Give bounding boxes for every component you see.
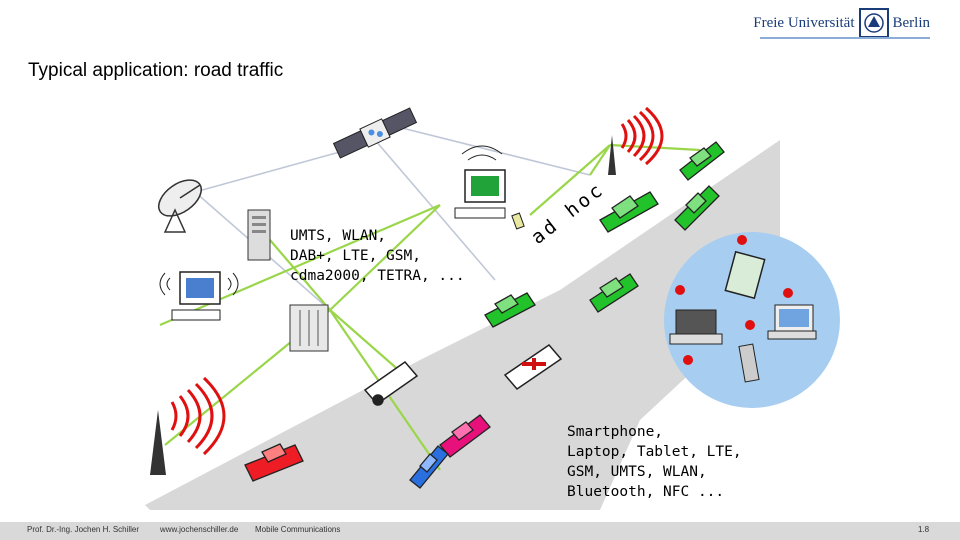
road	[145, 140, 780, 510]
desktop-computer-center-icon	[454, 145, 525, 230]
car-green-5-icon	[484, 292, 536, 328]
networks-label: UMTS, WLAN, DAB+, LTE, GSM, cdma2000, TE…	[290, 228, 465, 284]
satellite-dish-icon	[158, 179, 202, 233]
footer-website: www.jochenschiller.de	[160, 525, 239, 534]
slide-title: Typical application: road traffic	[28, 60, 284, 81]
desktop-computer-left-icon	[159, 271, 239, 321]
logo-text-left: Freie Universität	[753, 14, 855, 31]
car-white-icon	[363, 360, 419, 406]
car-red-icon	[244, 443, 304, 482]
antenna-tower-top-icon	[608, 106, 664, 175]
footer-bar: Prof. Dr.-Ing. Jochen H. Schiller www.jo…	[0, 522, 960, 540]
server-icon	[247, 209, 271, 261]
satellite-icon	[332, 107, 418, 159]
ambulance-icon	[503, 344, 563, 390]
footer-author: Prof. Dr.-Ing. Jochen H. Schiller	[27, 525, 140, 534]
car-green-4-icon	[589, 273, 639, 313]
tablet-icon	[724, 250, 766, 300]
car-blue-icon	[409, 445, 449, 489]
university-logo: Freie Universität Berlin	[753, 6, 930, 40]
base-station-cabinet-icon	[289, 304, 329, 352]
laptop-right-icon	[767, 304, 817, 340]
devices-bubble	[664, 232, 840, 408]
car-green-1-icon	[599, 191, 659, 233]
antenna-tower-bottom-icon	[150, 376, 226, 475]
footer-page-number: 1.8	[918, 525, 930, 534]
university-seal-icon	[858, 8, 889, 38]
devices-label: Smartphone, Laptop, Tablet, LTE, GSM, UM…	[567, 424, 742, 500]
car-green-2-icon	[674, 185, 720, 231]
footer-course: Mobile Communications	[255, 525, 341, 534]
logo-text-right: Berlin	[892, 14, 931, 31]
car-green-3-icon	[679, 141, 725, 181]
access-point-icons	[675, 235, 793, 365]
laptop-center-icon	[669, 309, 723, 345]
logo-rule	[760, 37, 930, 39]
smartphone-icon	[738, 343, 760, 383]
